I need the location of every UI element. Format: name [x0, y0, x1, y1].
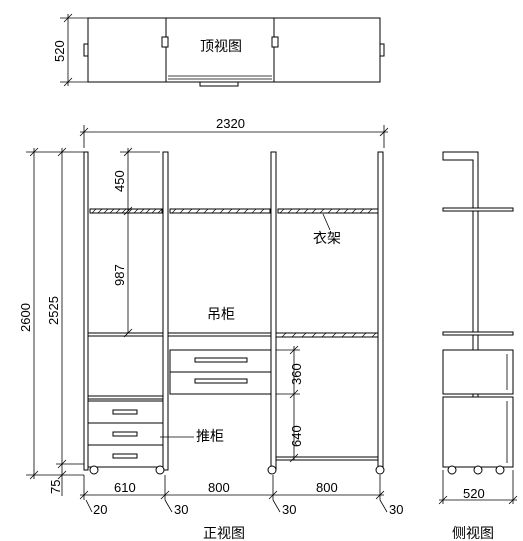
- label-hanging-cabinet: 吊柜: [207, 307, 235, 323]
- dim-hanging-cabinet-height: 360: [289, 363, 304, 385]
- top-view-right-panel: [273, 17, 381, 83]
- front-view: 2320: [18, 116, 403, 541]
- dim-top-space: 450: [112, 170, 127, 192]
- top-view-right-knob: [379, 43, 385, 57]
- drawer-handle-3: [112, 453, 138, 459]
- dim-bay-middle: 800: [208, 480, 230, 495]
- dim-side-depth: 520: [463, 486, 485, 501]
- dim-post-3: 30: [389, 502, 403, 517]
- top-view-middle-panel: [165, 17, 275, 83]
- dim-inner-height: 2525: [46, 296, 61, 325]
- shelf-middle-mid: [167, 332, 272, 337]
- shelf-right-mid: [275, 332, 379, 338]
- dim-post-2: 30: [282, 502, 296, 517]
- side-view: 520 侧视图: [438, 151, 518, 541]
- top-view-knob-b: [271, 36, 279, 48]
- dim-top-depth: 520: [52, 40, 67, 62]
- dim-bay-left: 610: [114, 480, 136, 495]
- drawer-cabinet: [87, 400, 164, 468]
- front-view-label: 正视图: [203, 526, 245, 541]
- hanger-rail-shelf: [89, 208, 379, 214]
- label-hanger-rail: 衣架: [313, 231, 341, 247]
- side-view-shelf-top: [442, 207, 514, 212]
- dim-total-height: 2600: [18, 303, 33, 332]
- top-view-left-knob: [83, 43, 89, 57]
- side-view-drawer-cabinet: [442, 396, 514, 468]
- dim-hang-space: 987: [112, 264, 127, 286]
- dim-lower-space: 640: [289, 425, 304, 447]
- hanging-cabinet-handle-bottom: [194, 378, 248, 384]
- dim-base-height: 75: [48, 480, 63, 494]
- dim-post-1: 30: [174, 502, 188, 517]
- top-view-label: 顶视图: [200, 39, 242, 55]
- side-view-label: 侧视图: [452, 526, 494, 541]
- dim-post-left: 20: [93, 502, 107, 517]
- side-view-hanging-cabinet: [442, 349, 514, 395]
- post-3: [377, 151, 384, 471]
- top-view: 顶视图 520: [52, 13, 385, 87]
- side-view-shelf-mid: [442, 331, 514, 336]
- drawer-handle-1: [112, 409, 138, 415]
- top-view-left-panel: [87, 17, 167, 83]
- post-1: [162, 151, 169, 471]
- top-view-knob-a: [161, 36, 169, 48]
- hanging-cabinet-handle-top: [194, 357, 248, 363]
- dim-total-width: 2320: [216, 116, 245, 131]
- post-2: [270, 151, 277, 471]
- label-drawer-cabinet: 推柜: [196, 429, 224, 445]
- post-left: [83, 151, 89, 471]
- drawer-handle-2: [112, 431, 138, 437]
- dim-bay-right: 800: [316, 480, 338, 495]
- casters: [89, 465, 385, 475]
- shelf-left-low: [87, 395, 164, 400]
- hanging-cabinet: [169, 349, 272, 395]
- shelf-right-bottom: [275, 456, 379, 461]
- top-view-handle: [199, 81, 239, 87]
